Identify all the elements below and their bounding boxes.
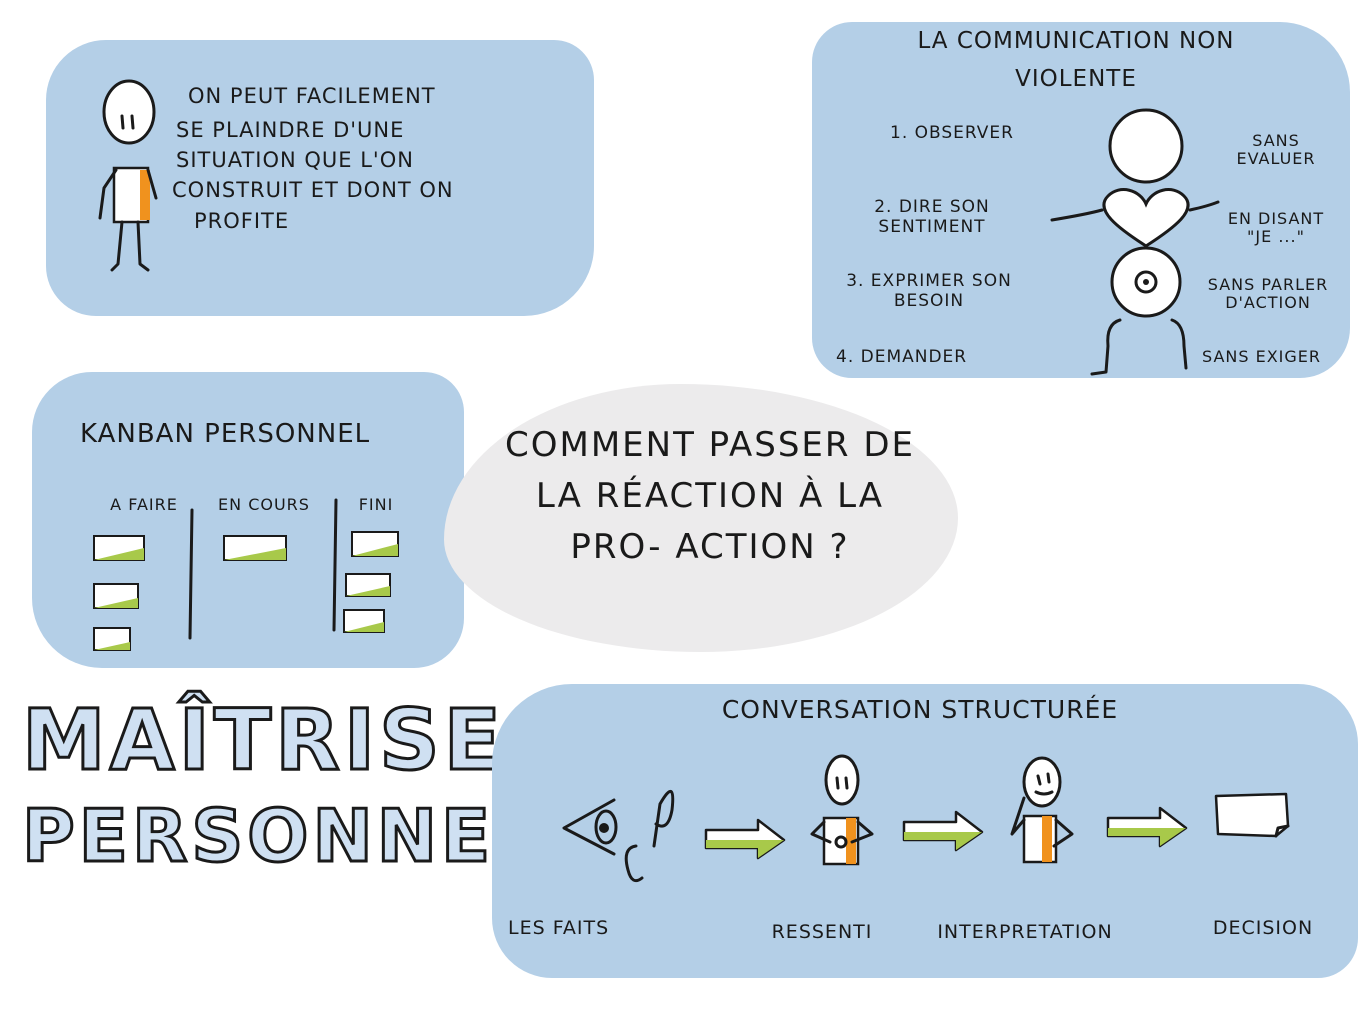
kanban-board bbox=[93, 498, 399, 651]
cnv-step-4: 4. DEMANDER bbox=[836, 347, 968, 367]
conversation-step-interpretation: INTERPRETATION bbox=[937, 921, 1113, 943]
arrow-right-icon bbox=[902, 810, 984, 852]
cnv-qualifier-2: EN DISANT "JE ..." bbox=[1227, 209, 1325, 247]
complaint-line: PROFITE bbox=[194, 208, 290, 233]
question-line: LA RÉACTION À LA bbox=[535, 476, 885, 516]
conversation-step-decision: DECISION bbox=[1212, 917, 1314, 939]
question-text: COMMENT PASSER DE LA RÉACTION À LA PRO- … bbox=[500, 420, 920, 573]
complaint-line: SITUATION QUE L'ON bbox=[176, 148, 414, 173]
arrow-right-icon bbox=[1106, 806, 1188, 848]
cnv-qualifier-4: SANS EXIGER bbox=[1202, 347, 1322, 366]
kanban-column-afaire: A FAIRE bbox=[110, 495, 178, 514]
cnv-step-1: 1. OBSERVER bbox=[890, 123, 1014, 143]
complaint-line: ON PEUT FACILEMENT bbox=[188, 84, 436, 108]
kanban-panel bbox=[32, 372, 464, 668]
heart-body-figure-icon bbox=[1050, 108, 1220, 376]
kanban-card bbox=[351, 531, 399, 557]
complaint-text: ON PEUT FACILEMENT SE PLAINDRE D'UNE SIT… bbox=[172, 84, 476, 233]
eye-ear-icon bbox=[562, 790, 675, 883]
cnv-panel bbox=[812, 22, 1350, 378]
kanban-card bbox=[343, 609, 385, 633]
cnv-step-2: 2. DIRE SON SENTIMENT bbox=[874, 197, 990, 237]
stick-figure-icon bbox=[98, 79, 158, 272]
cnv-title-line: VIOLENTE bbox=[1015, 66, 1137, 93]
decision-paper-icon bbox=[1214, 792, 1290, 838]
cnv-qualifier-3: SANS PARLER D'ACTION bbox=[1207, 275, 1329, 313]
cnv-qualifier-1: SANS EVALUER bbox=[1236, 131, 1316, 169]
kanban-title: KANBAN PERSONNEL bbox=[80, 419, 371, 449]
main-title-line-1: MAÎTRISE bbox=[21, 691, 505, 789]
cnv-title-line: LA COMMUNICATION NON bbox=[917, 28, 1235, 54]
kanban-column-encours: EN COURS bbox=[218, 495, 310, 514]
conversation-step-faits: LES FAITS bbox=[508, 917, 610, 939]
kanban-card bbox=[223, 535, 287, 561]
kanban-card bbox=[93, 583, 139, 609]
feeling-figure-icon bbox=[810, 754, 874, 866]
kanban-card bbox=[93, 627, 131, 651]
thinking-figure-icon bbox=[1010, 756, 1074, 864]
complaint-line: SE PLAINDRE D'UNE bbox=[176, 118, 405, 143]
kanban-card bbox=[345, 573, 391, 597]
question-bubble bbox=[444, 384, 958, 652]
cnv-step-3: 3. EXPRIMER SON BESOIN bbox=[846, 271, 1012, 311]
complaint-line: CONSTRUIT ET DONT ON bbox=[172, 178, 454, 203]
cnv-title: LA COMMUNICATION NON VIOLENTE bbox=[866, 28, 1286, 93]
kanban-column-fini: FINI bbox=[358, 495, 394, 514]
question-line: PRO- ACTION ? bbox=[570, 527, 850, 567]
question-line: COMMENT PASSER DE bbox=[505, 425, 915, 465]
kanban-card bbox=[93, 535, 145, 561]
conversation-step-ressenti: RESSENTI bbox=[771, 921, 873, 943]
arrow-right-icon bbox=[704, 818, 786, 860]
conversation-title: CONVERSATION STRUCTURÉE bbox=[721, 695, 1119, 724]
